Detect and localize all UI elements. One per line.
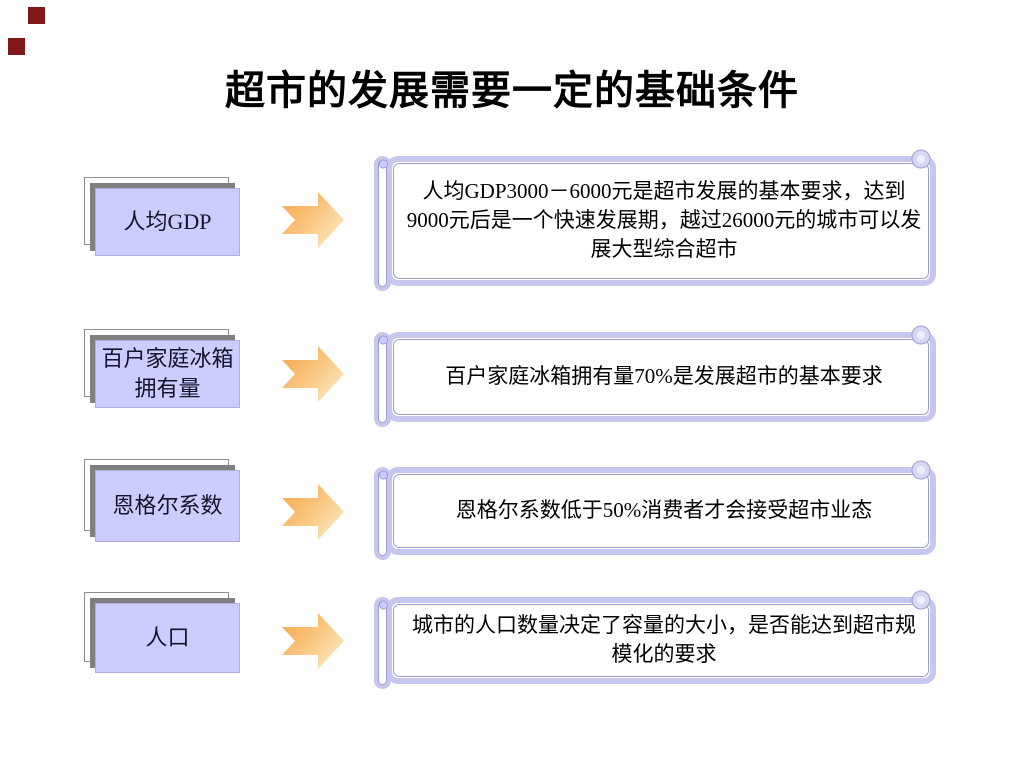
row-4-description: 城市的人口数量决定了容量的大小，是否能达到超市规模化的要求 [412,612,916,666]
row-1-label: 人均GDP [123,209,212,234]
row-1-scroll-box: 人均GDP3000－6000元是超市发展的基本要求，达到9000元后是一个快速发… [372,148,938,294]
scroll-shape-icon [374,325,936,427]
row-4-label-stack: 人口 [84,592,244,676]
right-arrow-icon [282,192,344,248]
scroll-shape-icon [374,460,936,560]
row-3-label-stack: 恩格尔系数 [84,459,244,545]
row-1-label-box: 人均GDP [95,188,240,256]
row-2-label-stack: 百户家庭冰箱拥有量 [84,329,244,411]
right-arrow-icon [282,613,344,669]
row-3-scroll-box: 恩格尔系数低于50%消费者才会接受超市业态 [372,459,938,563]
row-4-label: 人口 [145,625,190,650]
page-title: 超市的发展需要一定的基础条件 [225,68,799,114]
row-2-label-box: 百户家庭冰箱拥有量 [95,340,240,408]
scroll-shape-icon [374,149,936,291]
scroll-shape-icon [374,590,936,689]
row-3-description: 恩格尔系数低于50%消费者才会接受超市业态 [455,497,873,522]
decor-square-icon [8,38,25,55]
row-2-description: 百户家庭冰箱拥有量70%是发展超市的基本要求 [445,363,883,388]
row-1-description: 人均GDP3000－6000元是超市发展的基本要求，达到9000元后是一个快速发… [406,178,922,261]
row-4-label-box: 人口 [95,603,240,673]
right-arrow-icon [282,346,344,402]
row-3-label-box: 恩格尔系数 [95,470,240,542]
row-2-label: 百户家庭冰箱拥有量 [101,346,234,401]
row-2-scroll-box: 百户家庭冰箱拥有量70%是发展超市的基本要求 [372,324,938,430]
decor-square-icon [28,7,45,24]
right-arrow-icon [282,484,344,540]
row-3-label: 恩格尔系数 [112,493,223,518]
row-1-label-stack: 人均GDP [84,177,244,259]
row-4-scroll-box: 城市的人口数量决定了容量的大小，是否能达到超市规模化的要求 [372,589,938,692]
